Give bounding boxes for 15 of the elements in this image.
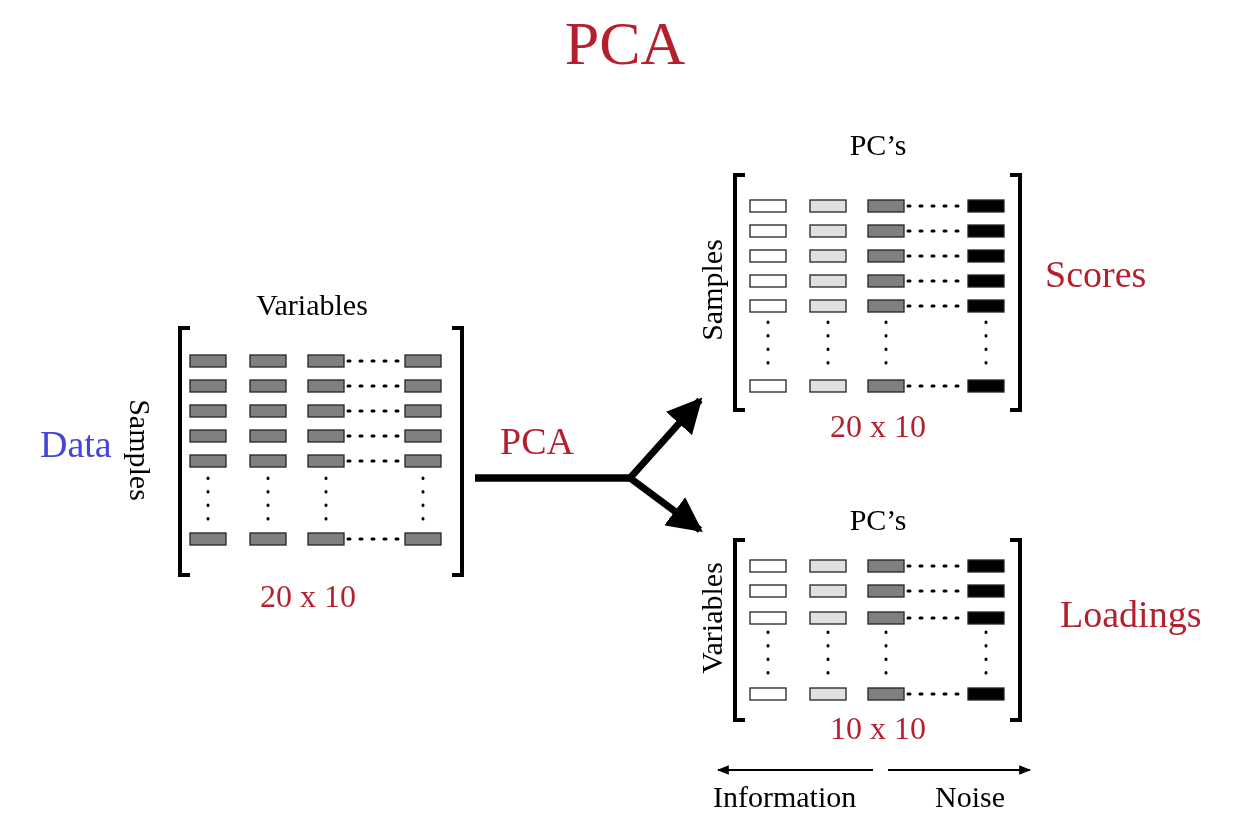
- dimension-label: 20 x 10: [260, 580, 356, 612]
- row-heading: Variables: [697, 562, 727, 674]
- axis-label: Noise: [935, 782, 1005, 812]
- axis-label: Information: [713, 782, 857, 812]
- title: PCA: [564, 12, 686, 74]
- column-heading: PC’s: [849, 130, 907, 160]
- column-heading: Variables: [256, 290, 368, 320]
- column-heading: PC’s: [849, 505, 907, 535]
- row-heading: Samples: [697, 239, 727, 341]
- matrix-name: Scores: [1045, 255, 1147, 293]
- dimension-label: 10 x 10: [830, 712, 926, 744]
- row-heading: Samples: [125, 399, 155, 501]
- matrix-name: Data: [40, 425, 112, 463]
- matrix-name: Loadings: [1060, 595, 1202, 633]
- dimension-label: 20 x 10: [830, 410, 926, 442]
